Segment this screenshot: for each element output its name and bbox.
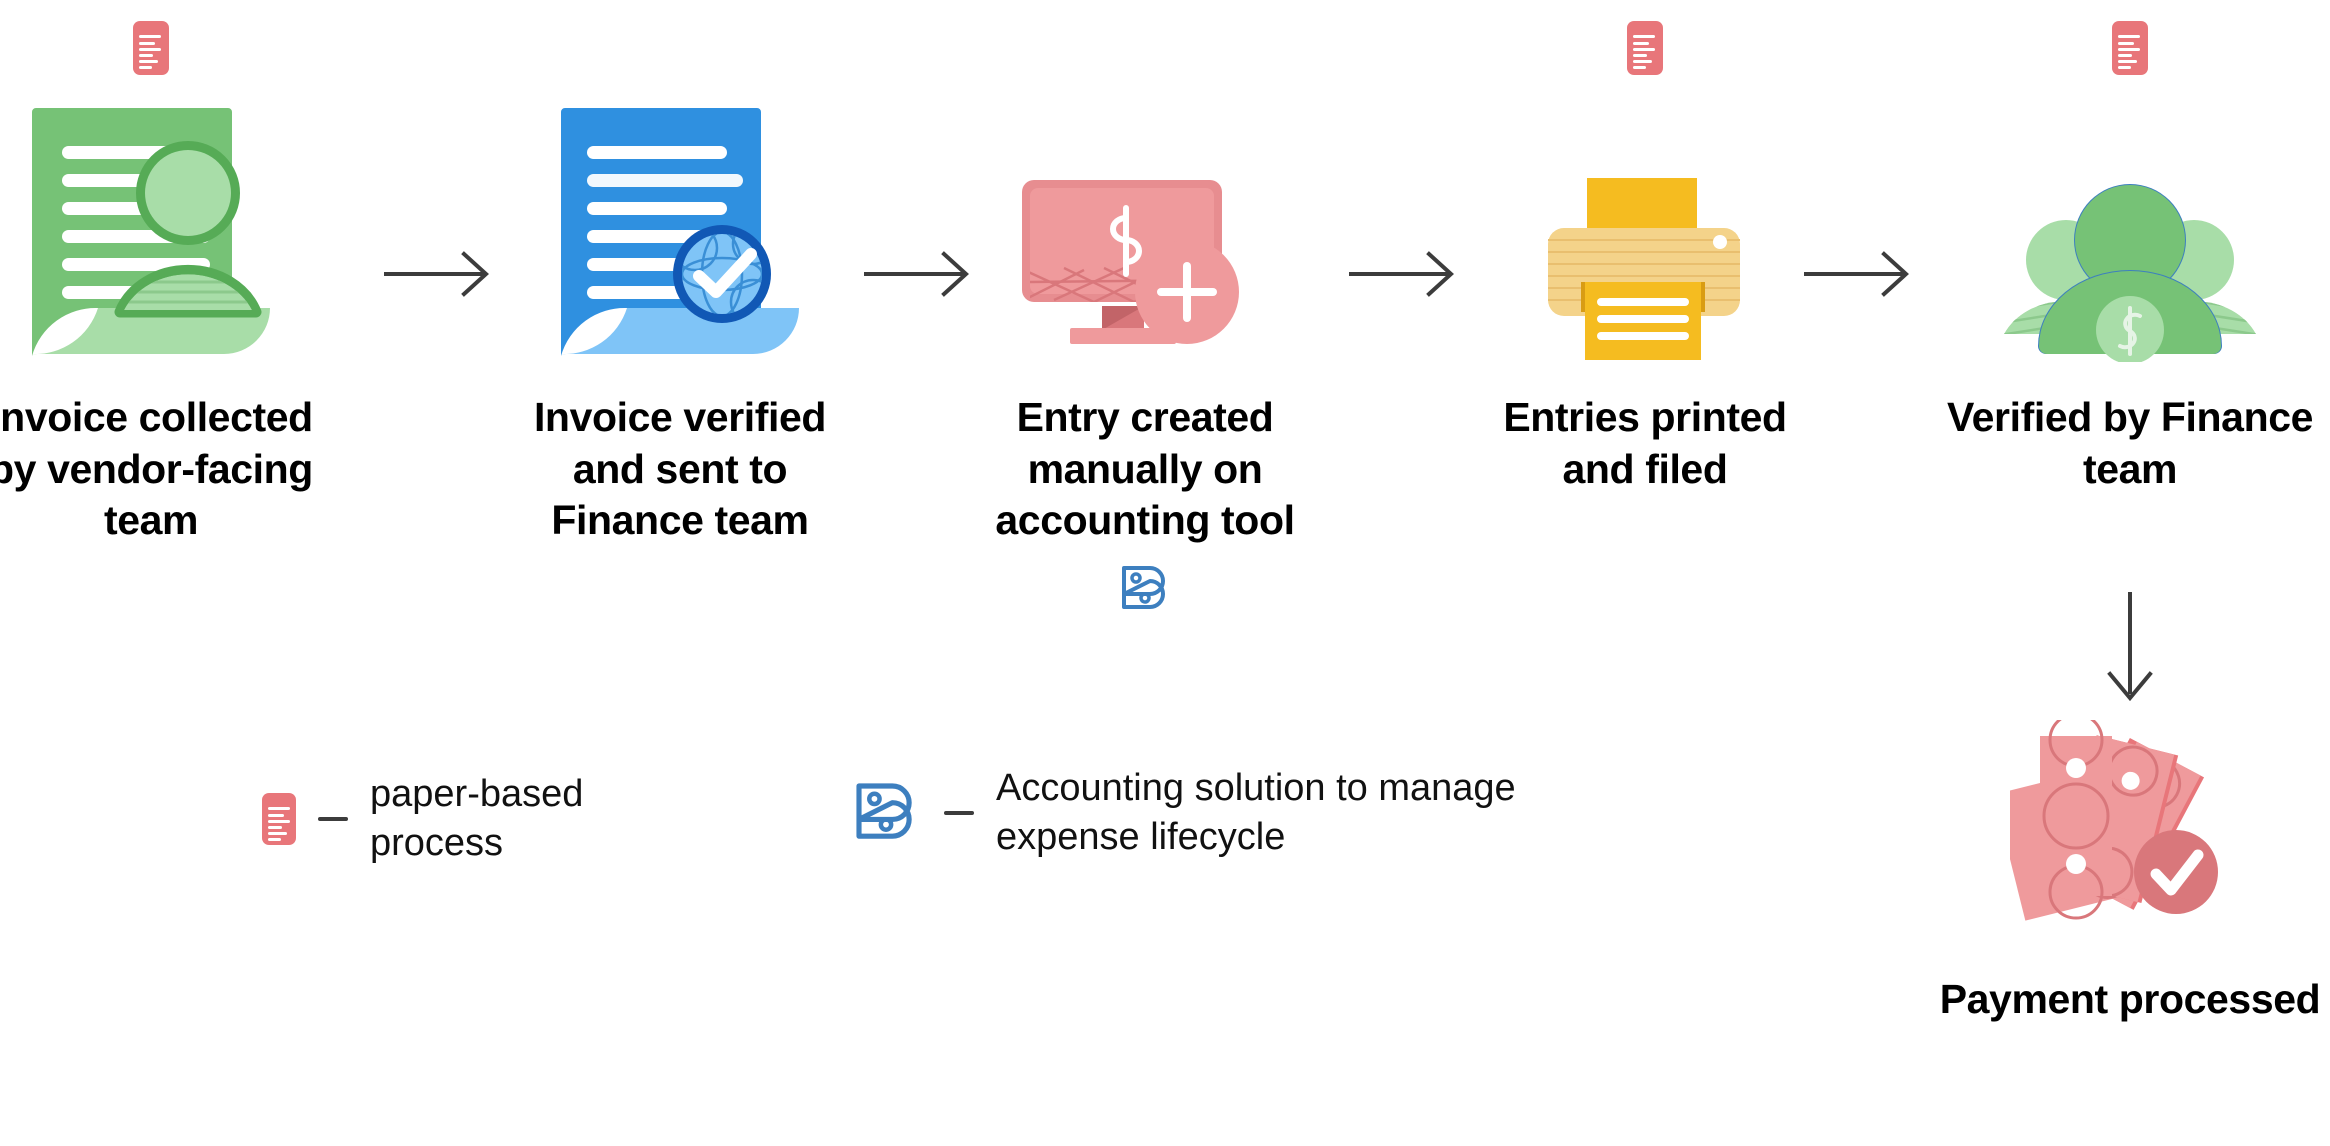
flow-step-5[interactable]: Verified by Finance team bbox=[1930, 0, 2330, 495]
arrow-down-icon bbox=[2107, 592, 2153, 702]
final-step-label: Payment processed bbox=[1939, 976, 2321, 1022]
flow-step-2[interactable]: Invoice verified and sent to Finance tea… bbox=[515, 0, 845, 547]
step-3-tool-marker bbox=[980, 563, 1310, 615]
step-3-label: Entry created manually on accounting too… bbox=[995, 394, 1295, 544]
step-2-paper-marker bbox=[515, 0, 845, 96]
monitor-dollar-add-icon bbox=[1022, 180, 1239, 344]
step-4-paper-marker bbox=[1480, 0, 1810, 96]
legend-paper-text: paper-based process bbox=[370, 773, 584, 865]
document-person-icon bbox=[32, 108, 270, 356]
flow-step-3[interactable]: Entry created manually on accounting too… bbox=[980, 0, 1310, 615]
legend: paper-based process Accounting solution … bbox=[0, 760, 2330, 940]
step-2-artwork bbox=[515, 96, 845, 366]
step-1-label: Invoice collected by vendor-facing team bbox=[0, 394, 313, 544]
step-4-label: Entries printed and filed bbox=[1503, 394, 1787, 492]
finance-team-icon bbox=[2004, 184, 2256, 362]
paper-document-icon bbox=[262, 793, 296, 846]
flow-step-1[interactable]: Invoice collected by vendor-facing team bbox=[0, 0, 316, 547]
legend-dash bbox=[944, 811, 974, 816]
step-3-paper-marker bbox=[980, 0, 1310, 96]
step-5-label: Verified by Finance team bbox=[1946, 394, 2314, 492]
cash-check-icon bbox=[2010, 720, 2218, 921]
legend-item-paper: paper-based process bbox=[262, 770, 670, 869]
step-3-artwork bbox=[980, 96, 1310, 366]
arrow-right-icon-4 bbox=[1804, 251, 1909, 297]
paper-document-icon bbox=[1627, 21, 1663, 75]
step-5-paper-marker bbox=[1930, 0, 2330, 96]
step-2-label: Invoice verified and sent to Finance tea… bbox=[533, 394, 827, 544]
step-5-artwork bbox=[1930, 96, 2330, 366]
arrow-right-icon-2 bbox=[864, 251, 969, 297]
arrow-right-icon-1 bbox=[384, 251, 489, 297]
document-verified-icon bbox=[561, 108, 799, 356]
paper-document-icon bbox=[2112, 21, 2148, 75]
paper-document-icon bbox=[133, 21, 169, 75]
flow-step-4[interactable]: Entries printed and filed bbox=[1480, 0, 1810, 495]
final-step-artwork bbox=[1920, 720, 2330, 950]
legend-dash bbox=[318, 817, 348, 822]
legend-accounting-text: Accounting solution to manage expense li… bbox=[996, 767, 1516, 859]
legend-item-accounting: Accounting solution to manage expense li… bbox=[850, 764, 1516, 863]
accounting-b-icon bbox=[1122, 565, 1165, 609]
process-flow-row: Invoice collected by vendor-facing team bbox=[0, 0, 2330, 615]
step-1-paper-marker bbox=[0, 0, 316, 96]
final-step[interactable]: Payment processed bbox=[1920, 720, 2330, 1026]
step-4-artwork bbox=[1480, 96, 1810, 366]
step-1-artwork bbox=[0, 96, 316, 366]
arrow-right-icon-3 bbox=[1349, 251, 1454, 297]
printer-icon bbox=[1548, 178, 1740, 360]
accounting-b-icon bbox=[856, 783, 912, 840]
